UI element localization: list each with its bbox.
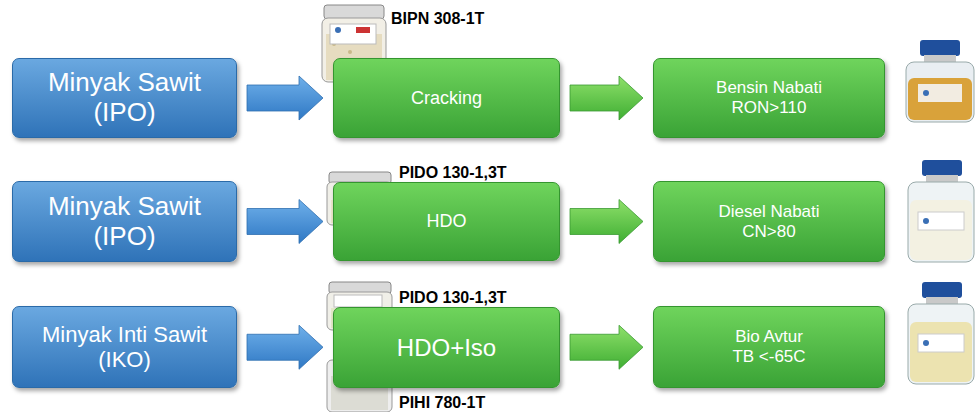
flow-arrow — [247, 200, 323, 244]
box-label: Minyak Sawit (IPO) — [30, 68, 220, 128]
box-label: Bensin Nabati — [716, 78, 822, 98]
box-content: Minyak Sawit (IPO) — [13, 182, 236, 261]
box-content: Bio AvturTB <-65C — [654, 307, 884, 387]
box-content: Minyak Sawit (IPO) — [13, 59, 236, 137]
source-box: Minyak Inti Sawit (IKO) — [12, 306, 237, 388]
process-box: HDO+IsoPIDO 130-1,3TPIHI 780-1T — [333, 307, 560, 388]
box-value: HDO — [427, 211, 467, 232]
source-box: Minyak Sawit (IPO) — [12, 181, 237, 262]
flow-arrow — [570, 200, 643, 244]
source-box: Minyak Sawit (IPO) — [12, 58, 237, 138]
box-value: HDO+Iso — [397, 334, 496, 362]
product-box: Bio AvturTB <-65C — [653, 306, 885, 388]
box-content: HDO+Iso — [334, 308, 559, 387]
catalyst-label: PIDO 130-1,3T — [399, 165, 507, 181]
box-label: Minyak Inti Sawit (IKO) — [22, 322, 227, 373]
box-content: Diesel NabatiCN>80 — [654, 182, 884, 261]
process-box: HDOPIDO 130-1,3T — [333, 182, 560, 261]
box-value: CN>80 — [742, 222, 795, 242]
box-label: Minyak Sawit (IPO) — [30, 192, 220, 252]
box-value: TB <-65C — [732, 347, 805, 367]
flow-arrow — [247, 325, 323, 369]
product-bottle — [906, 40, 974, 122]
product-box: Bensin NabatiRON>110 — [653, 58, 885, 138]
product-box: Diesel NabatiCN>80 — [653, 181, 885, 262]
catalyst-label: PIDO 130-1,3T — [399, 290, 507, 306]
box-content: Minyak Inti Sawit (IKO) — [13, 307, 236, 387]
box-content: Bensin NabatiRON>110 — [654, 59, 884, 137]
process-box: CrackingBIPN 308-1T — [333, 58, 560, 138]
flow-arrow — [247, 76, 323, 120]
box-label: Bio Avtur — [735, 327, 803, 347]
product-bottle — [908, 282, 974, 384]
box-value: RON>110 — [732, 98, 807, 118]
box-content: Cracking — [334, 59, 559, 137]
product-bottle — [908, 160, 974, 262]
flow-arrow — [570, 325, 643, 369]
catalyst-label: BIPN 308-1T — [391, 11, 484, 27]
box-value: Cracking — [411, 88, 482, 109]
box-label: Diesel Nabati — [718, 202, 819, 222]
flow-arrow — [570, 76, 643, 120]
box-content: HDO — [334, 183, 559, 260]
catalyst-label: PIHI 780-1T — [399, 395, 485, 411]
